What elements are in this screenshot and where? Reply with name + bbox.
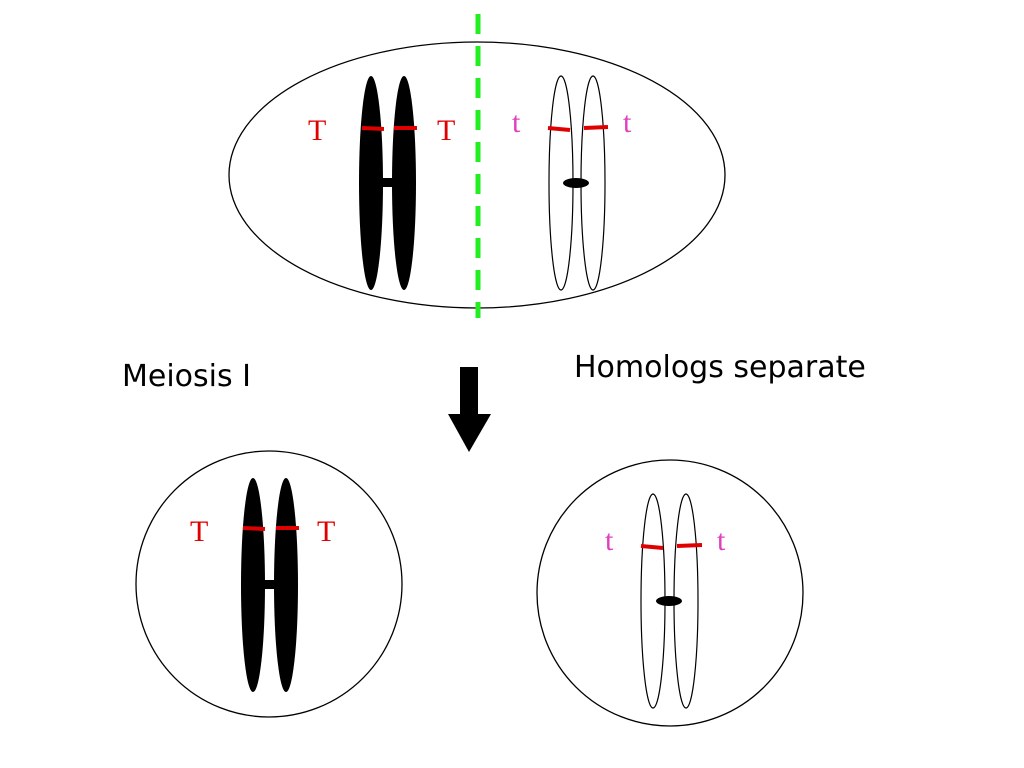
gene-locus-line xyxy=(583,125,609,130)
daughter-cell-dominant: T T xyxy=(135,450,403,718)
meiosis-stage-label: Meiosis I xyxy=(122,359,252,394)
centromere xyxy=(380,178,394,187)
daughter-cell-membrane xyxy=(135,450,403,718)
allele-label-recessive: t xyxy=(512,106,521,139)
sister-chromatid-right xyxy=(274,478,298,692)
sister-chromatid-right xyxy=(392,76,416,290)
parent-dark-chromosome xyxy=(359,76,417,290)
gene-locus-line xyxy=(676,543,703,548)
homologs-separate-label: Homologs separate xyxy=(574,350,866,385)
down-arrow-icon xyxy=(448,367,491,452)
gene-locus-line xyxy=(640,544,664,550)
allele-label-recessive: t xyxy=(717,524,726,557)
centromere xyxy=(656,596,682,606)
daughter-cell-membrane xyxy=(536,459,804,727)
allele-label-recessive: t xyxy=(605,524,614,557)
allele-label-dominant: T xyxy=(308,114,326,147)
sister-chromatid-left xyxy=(241,478,265,692)
daughter-cell-recessive: t t xyxy=(536,459,804,727)
allele-label-recessive: t xyxy=(623,106,632,139)
sister-chromatid-left xyxy=(359,76,383,290)
gene-locus-line xyxy=(361,126,385,131)
parent-light-chromosome xyxy=(547,75,609,291)
centromere xyxy=(563,178,589,188)
allele-label-dominant: T xyxy=(317,515,335,548)
gene-locus-line xyxy=(242,526,266,531)
centromere xyxy=(262,580,276,589)
allele-label-dominant: T xyxy=(437,114,455,147)
gene-locus-line xyxy=(547,126,571,132)
allele-label-dominant: T xyxy=(190,515,208,548)
parent-cell: T T t t xyxy=(228,41,726,309)
